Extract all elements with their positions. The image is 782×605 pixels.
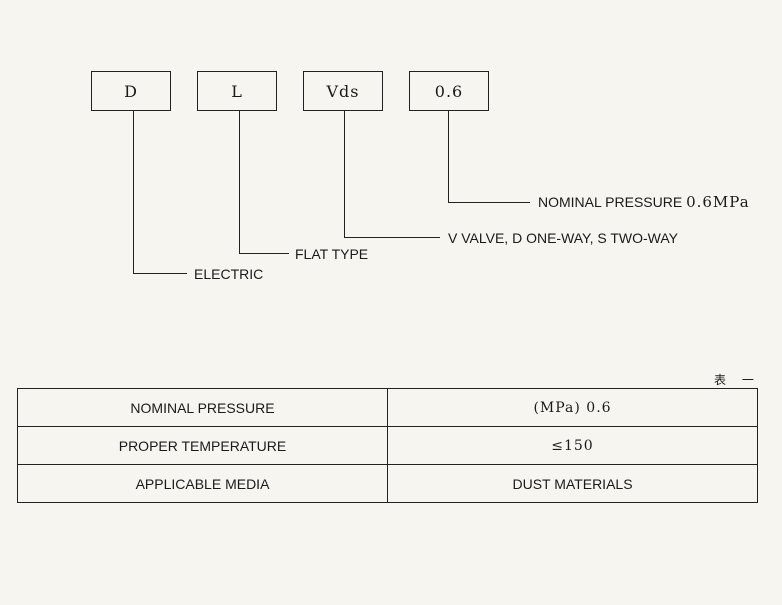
leader-flat-type-vertical <box>239 111 240 253</box>
leader-valve-vertical <box>344 111 345 237</box>
table-cell-value: (MPa) 0.6 <box>387 388 758 427</box>
table-tag: 表 一 <box>714 373 760 387</box>
leader-pressure-vertical <box>448 111 449 202</box>
label-valve-type: V VALVE, D ONE-WAY, S TWO-WAY <box>448 230 678 246</box>
label-nominal-pressure-value: 0.6MPa <box>686 193 750 211</box>
code-box-pressure: 0.6 <box>409 71 489 111</box>
table-cell-value: DUST MATERIALS <box>387 464 758 503</box>
leader-electric-vertical <box>133 111 134 273</box>
label-nominal-pressure-text: NOMINAL PRESSURE <box>538 194 683 210</box>
table-cell-value: ≤150 <box>387 426 758 465</box>
table-row: NOMINAL PRESSURE (MPa) 0.6 <box>17 388 758 427</box>
spec-table: NOMINAL PRESSURE (MPa) 0.6 PROPER TEMPER… <box>17 388 758 503</box>
table-row: PROPER TEMPERATURE ≤150 <box>17 426 758 465</box>
leader-flat-type-horizontal <box>239 253 289 254</box>
table-cell-name: PROPER TEMPERATURE <box>17 426 388 465</box>
label-electric: ELECTRIC <box>194 266 264 282</box>
leader-pressure-horizontal <box>448 202 530 203</box>
table-cell-name: APPLICABLE MEDIA <box>17 464 388 503</box>
label-nominal-pressure: NOMINAL PRESSURE 0.6MPa <box>538 194 750 210</box>
leader-electric-horizontal <box>133 273 187 274</box>
table-row: APPLICABLE MEDIA DUST MATERIALS <box>17 464 758 503</box>
code-box-l: L <box>197 71 277 111</box>
code-box-vds: Vds <box>303 71 383 111</box>
code-box-d: D <box>91 71 171 111</box>
leader-valve-horizontal <box>344 237 440 238</box>
label-flat-type: FLAT TYPE <box>295 246 369 262</box>
table-cell-name: NOMINAL PRESSURE <box>17 388 388 427</box>
